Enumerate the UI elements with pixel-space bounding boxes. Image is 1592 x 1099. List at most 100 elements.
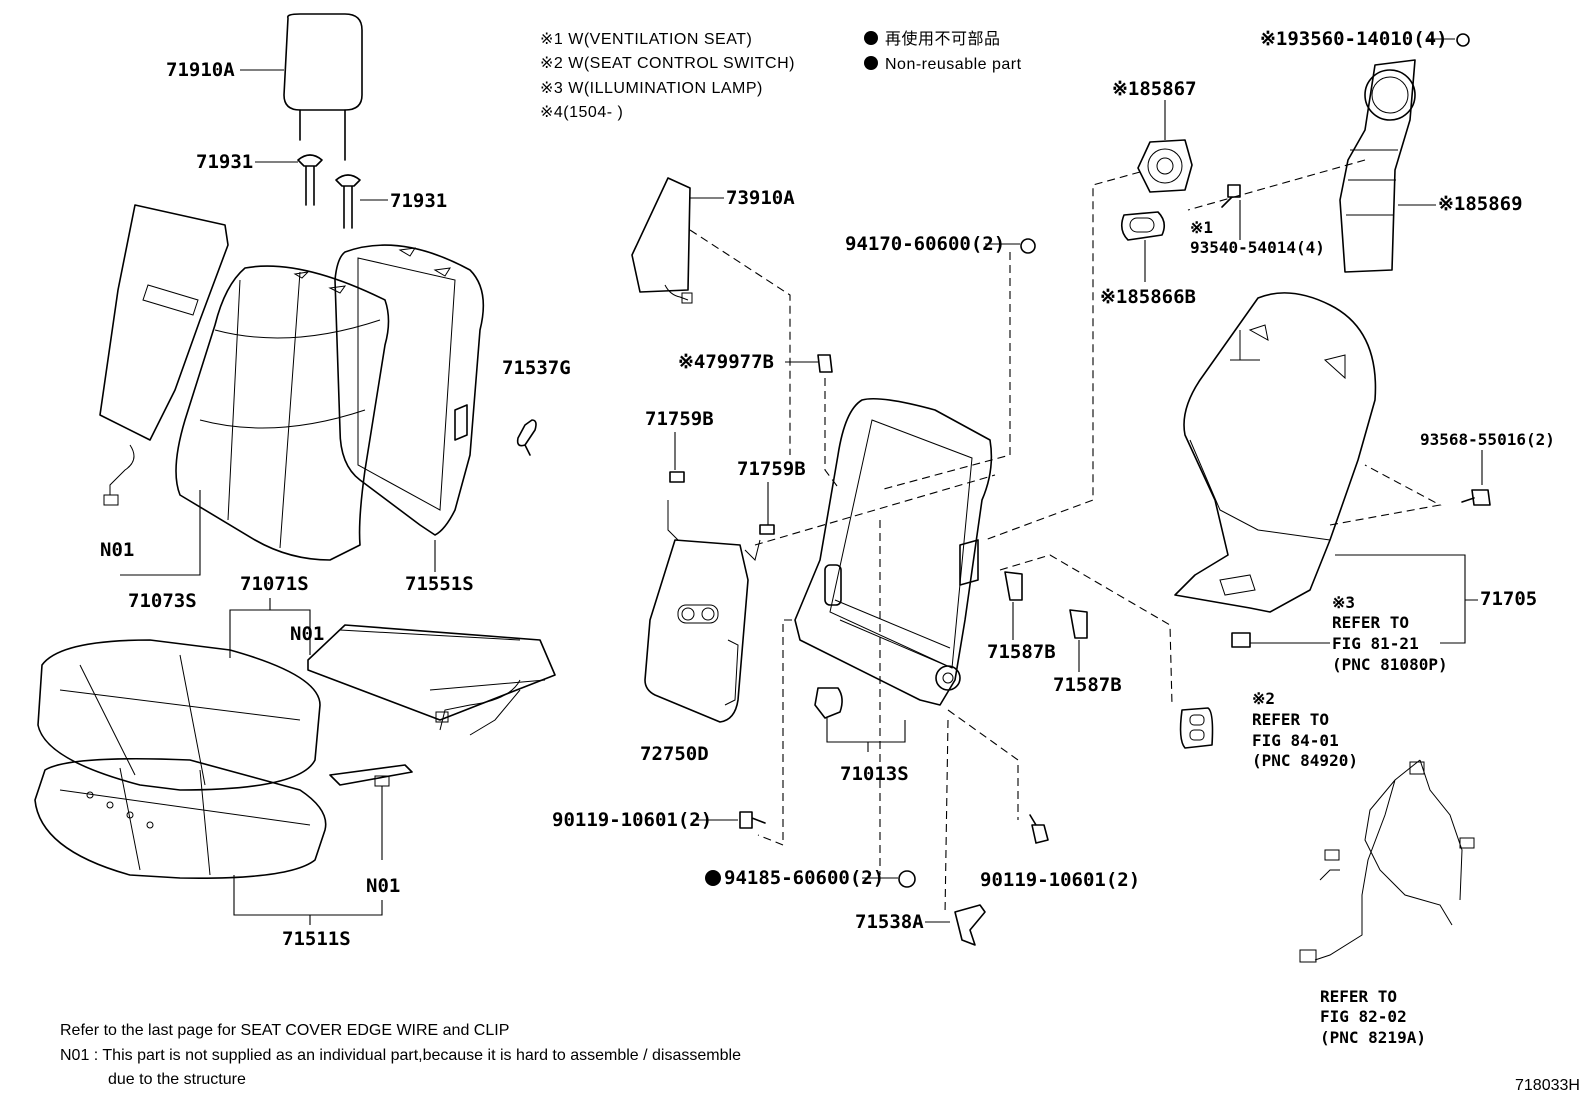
cushion-pad [34, 757, 327, 879]
seatback-rear-board [99, 204, 229, 441]
part-number-93568-55016: 93568-55016(2) [1420, 430, 1555, 449]
note-mark-93540: ※1 [1190, 218, 1213, 237]
ref-82-02-line1: REFER TO [1320, 987, 1397, 1006]
seatback-group: N01 71073S 71551S 71537G [99, 204, 571, 612]
part-number-71071S: 71071S [240, 573, 309, 595]
legend-non-reusable-en: Non-reusable part [885, 56, 1022, 73]
part-number-71931-left: 71931 [196, 151, 253, 173]
part-number-185869: ※185869 [1438, 193, 1523, 215]
part-number-94170-60600: 94170-60600(2) [845, 233, 1005, 255]
ventilation-fan-185867-shape [1137, 139, 1193, 193]
headrest-support-right [335, 174, 361, 229]
ref-84-01-line1: REFER TO [1252, 710, 1329, 729]
ref-81-21-line3: (PNC 81080P) [1332, 655, 1448, 674]
non-reusable-dot-icon [864, 56, 878, 70]
part-number-93540-54014: 93540-54014(4) [1190, 238, 1325, 257]
part-number-71511S: 71511S [282, 928, 351, 950]
part-number-185867: ※185867 [1112, 78, 1197, 100]
part-number-185866B: ※185866B [1100, 286, 1196, 308]
cushion-switch-bracket [329, 764, 413, 786]
part-number-90119-10601-left: 90119-10601(2) [552, 809, 712, 831]
nut-94185-shape [898, 870, 916, 888]
ref-84-01-mark: ※2 [1252, 689, 1275, 708]
cushion-heater-sheet [307, 624, 556, 721]
clip-71759B-left-shape [669, 471, 685, 483]
part-number-71551S: 71551S [405, 573, 474, 595]
trim-cover-71537G-shape [516, 419, 537, 456]
seat-switch-shape [1179, 707, 1214, 749]
recliner-motor-shape [824, 564, 842, 606]
ref-82-02-line3: (PNC 8219A) [1320, 1028, 1426, 1047]
legend-non-reusable-jp: 再使用不可部品 [885, 30, 1001, 48]
clip-71759B-right-shape [759, 524, 775, 535]
nut-94170-shape [1020, 238, 1036, 254]
part-note-N01-cushion-pad: N01 [290, 623, 324, 645]
headrest-shape [283, 13, 363, 111]
part-number-71931-right: 71931 [390, 190, 447, 212]
cushion-cover [37, 639, 321, 791]
non-reusable-dot-icon [705, 870, 721, 886]
clip-71587B-lower-shape [1069, 609, 1088, 639]
part-note-N01-back: N01 [100, 539, 134, 561]
part-number-73910A: 73910A [726, 187, 795, 209]
ref-81-21-mark: ※3 [1332, 593, 1355, 612]
footer-note-line1: Refer to the last page for SEAT COVER ED… [60, 1022, 509, 1039]
part-number-71587B-upper: 71587B [987, 641, 1056, 663]
screw-93568-shape [1461, 489, 1491, 506]
seatback-pad [334, 244, 485, 536]
non-reusable-dot-icon [864, 31, 878, 45]
seatback-board-71705-shape [1174, 292, 1377, 613]
part-number-71759B-right: 71759B [737, 458, 806, 480]
clip-79977B-shape [817, 354, 833, 373]
ref-81-21-line2: FIG 81-21 [1332, 634, 1419, 653]
part-number-79977B: ※479977B [678, 351, 774, 373]
part-number-72750D: 72750D [640, 743, 709, 765]
headrest-support-left [297, 154, 323, 206]
ref-81-21-line1: REFER TO [1332, 613, 1409, 632]
legend-note-2: ※2 W(SEAT CONTROL SWITCH) [540, 55, 795, 72]
legend-note-1: ※1 W(VENTILATION SEAT) [540, 31, 752, 48]
clip-71587B-upper-shape [1004, 571, 1023, 601]
side-airbag-73910A-shape [631, 177, 691, 293]
part-note-N01-cushion-bracket: N01 [366, 875, 400, 897]
footer-note-line2: N01 : This part is not supplied as an in… [60, 1047, 741, 1064]
part-number-71587B-lower: 71587B [1053, 674, 1122, 696]
right-group: ※193560-14010(4) ※185869 ※185867 ※185866… [984, 28, 1555, 1047]
headrest-stays [299, 109, 346, 161]
part-number-71073S: 71073S [128, 590, 197, 612]
illumination-lamp-shape [1231, 632, 1251, 648]
cushion-wire [439, 679, 521, 736]
frame-group: 73910A 94170-60600(2) ※479977B 71759B 71… [552, 177, 1140, 946]
part-number-71538A: 71538A [855, 911, 924, 933]
part-number-71013S: 71013S [840, 763, 909, 785]
part-number-71759B-left: 71759B [645, 408, 714, 430]
part-number-71705: 71705 [1480, 588, 1537, 610]
seatback-wire [109, 444, 135, 495]
seat-wire-harness-shape [1314, 759, 1463, 961]
ventilation-sensor-185866B-shape [1120, 211, 1166, 241]
part-number-193560-14010: ※193560-14010(4) [1260, 28, 1448, 50]
trim-cover-71538A-shape [954, 904, 986, 946]
ref-84-01-line2: FIG 84-01 [1252, 731, 1339, 750]
headrest-group: 71910A 71931 71931 [166, 13, 447, 229]
cushion-group: 71071S N01 N01 71511S [34, 573, 556, 950]
part-number-94185-60600: 94185-60600(2) [724, 867, 884, 889]
part-number-71537G: 71537G [502, 357, 571, 379]
legend-note-3: ※3 W(ILLUMINATION LAMP) [540, 80, 763, 97]
part-number-90119-10601-right: 90119-10601(2) [980, 869, 1140, 891]
ventilation-duct-185869-shape [1339, 59, 1416, 273]
screw-93540-shape [1221, 184, 1241, 208]
screw-193560-shape [1456, 33, 1470, 47]
seatback-frame-71013S-shape [794, 397, 993, 706]
legend: ※1 W(VENTILATION SEAT) ※2 W(SEAT CONTROL… [540, 30, 1022, 121]
figure-id: 718033H [1515, 1077, 1580, 1094]
part-number-71910A: 71910A [166, 59, 235, 81]
bolt-90119-left-shape [739, 811, 766, 829]
footer-note-line3: due to the structure [108, 1071, 246, 1088]
seatback-front-cover [175, 265, 390, 561]
footer-notes: Refer to the last page for SEAT COVER ED… [60, 1022, 1580, 1094]
ref-82-02-line2: FIG 82-02 [1320, 1007, 1407, 1026]
bolt-90119-right-shape [1029, 814, 1049, 844]
legend-note-4: ※4(1504- ) [540, 104, 623, 121]
